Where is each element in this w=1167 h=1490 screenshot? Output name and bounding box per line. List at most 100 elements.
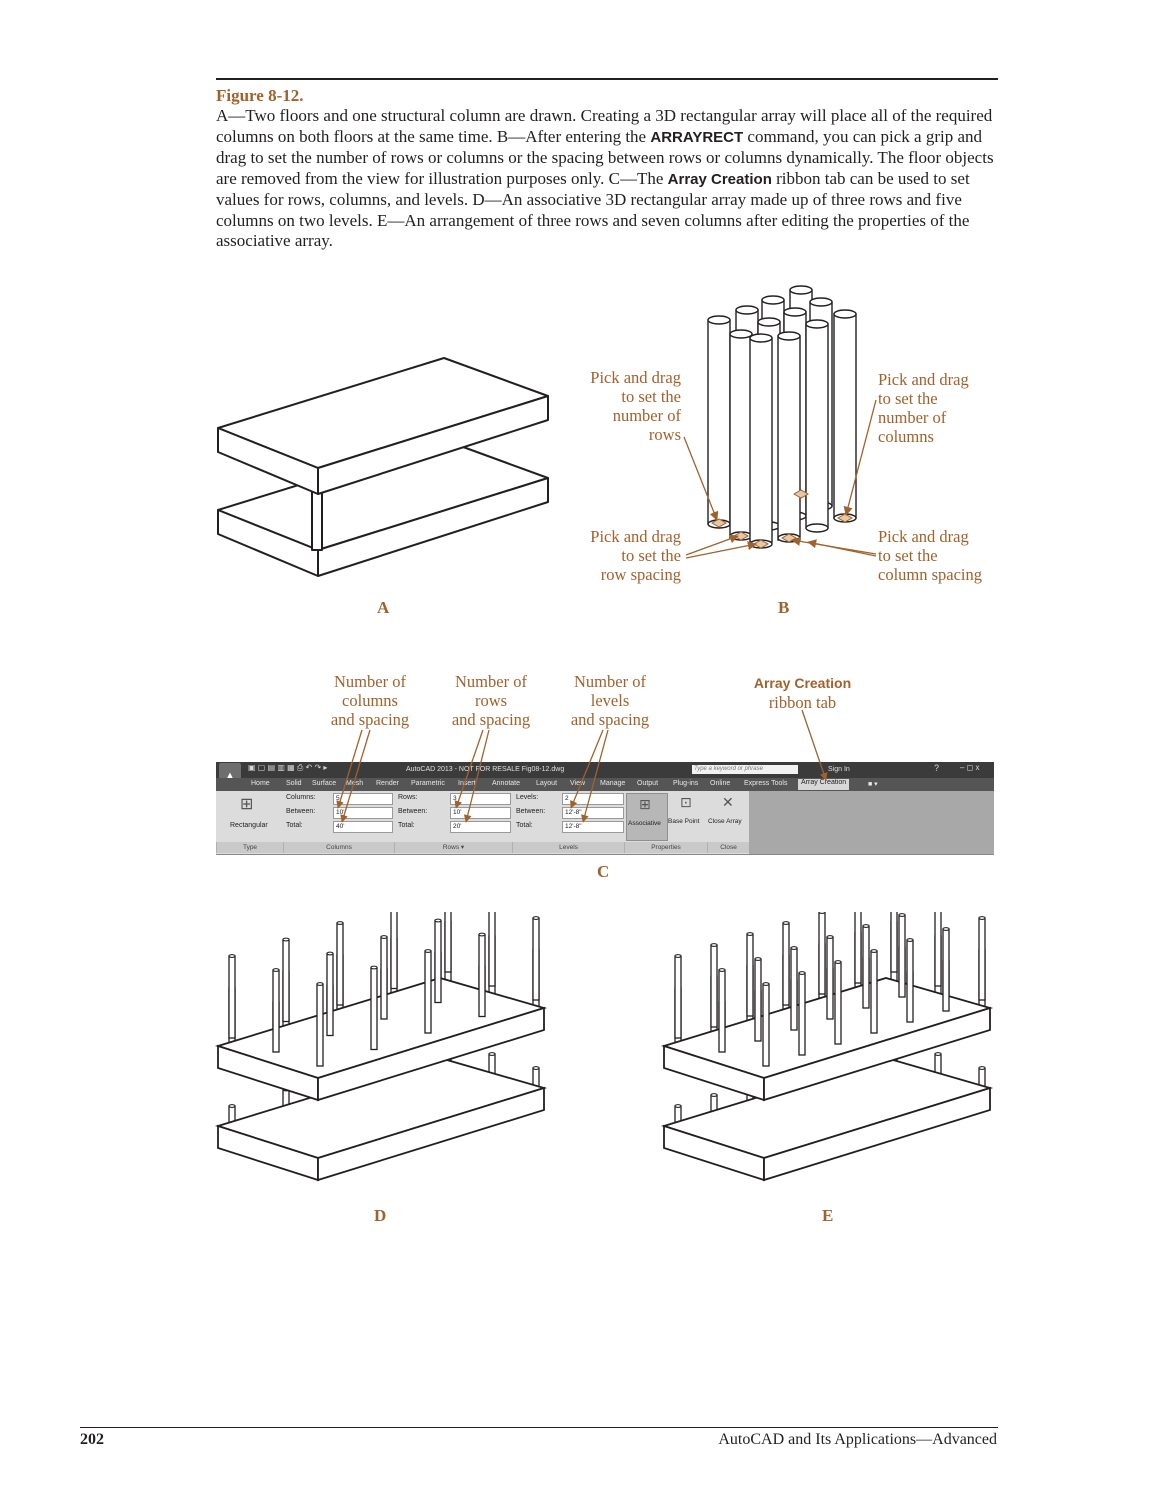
- panel-d-drawing: [214, 912, 548, 1182]
- tab-surface[interactable]: Surface: [312, 780, 337, 787]
- column-top: [834, 960, 842, 964]
- array-column: [790, 947, 798, 1031]
- levels-total-label: Total:: [516, 822, 533, 829]
- caption-tab-name: Array Creation: [667, 170, 772, 188]
- column-top: [906, 938, 914, 942]
- column-top: [862, 924, 870, 928]
- column-top: [710, 943, 718, 947]
- panel-label-b: B: [778, 598, 790, 617]
- associative-button[interactable]: ⊞ Associative: [626, 793, 668, 841]
- base-point-button[interactable]: Base Point: [668, 818, 700, 825]
- array-column: [478, 933, 486, 1018]
- levels-between-input[interactable]: 12'-8": [562, 807, 624, 819]
- column-top: [674, 1104, 682, 1108]
- associative-icon: ⊞: [639, 796, 651, 812]
- help-icon[interactable]: ?: [934, 763, 940, 773]
- tab-view[interactable]: View: [570, 780, 586, 787]
- tab-online[interactable]: Online: [710, 780, 731, 787]
- sign-in-link[interactable]: Sign In: [828, 766, 850, 773]
- search-field[interactable]: Type a keyword or phrase: [692, 765, 798, 774]
- tab-plug-ins[interactable]: Plug-ins: [673, 780, 699, 787]
- column-top: [762, 982, 770, 986]
- top-rule: [216, 78, 998, 80]
- tab-home[interactable]: Home: [251, 780, 270, 787]
- running-footer-title: AutoCAD and Its Applications—Advanced: [718, 1431, 997, 1448]
- rows-count-label: Rows:: [398, 794, 418, 801]
- levels-count-label: Levels:: [516, 794, 539, 801]
- columns-between-label: Between:: [286, 808, 316, 815]
- column-top: [370, 965, 378, 970]
- ribbon-options-icon[interactable]: ■ ▾: [868, 781, 878, 788]
- column-top: [754, 957, 762, 961]
- columns-total-label: Total:: [286, 822, 303, 829]
- window-controls-icon[interactable]: – ◻ x: [960, 763, 980, 772]
- panel-e-drawing: [660, 912, 994, 1182]
- array-column: [228, 955, 236, 1039]
- floor-slab-edge: [763, 1086, 991, 1182]
- panel-name-rows[interactable]: Rows ▾: [394, 842, 512, 853]
- panel-name-properties: Properties: [624, 842, 707, 853]
- columns-total-input[interactable]: 40': [333, 821, 393, 833]
- column-top: [934, 1052, 942, 1056]
- rectangular-array-icon[interactable]: ⊞: [240, 796, 254, 813]
- columns-count-label: Columns:: [286, 794, 316, 801]
- panel-a-drawing: [217, 357, 549, 577]
- levels-count-input[interactable]: 2: [562, 793, 624, 805]
- array-column: [316, 983, 324, 1067]
- tab-layout[interactable]: Layout: [536, 780, 558, 787]
- column-top: [978, 916, 986, 920]
- array-column: [754, 958, 762, 1042]
- column-top: [532, 916, 540, 920]
- quick-access-toolbar[interactable]: ▣ ▢ ▤ ▥ ▦ ⎙ ↶ ↷ ▸: [248, 763, 328, 772]
- column-top: [898, 913, 906, 917]
- columns-between-input[interactable]: 10': [333, 807, 393, 819]
- tab-solid[interactable]: Solid: [286, 780, 302, 787]
- tab-array-creation[interactable]: Array Creation: [798, 779, 850, 790]
- ribbon-body: ⊞ Rectangular Columns: 5 Between: 10' To…: [216, 791, 994, 855]
- tab-annotate[interactable]: Annotate: [492, 780, 521, 787]
- rows-total-input[interactable]: 20': [450, 821, 511, 833]
- tab-insert[interactable]: Insert: [458, 780, 476, 787]
- tab-parametric[interactable]: Parametric: [411, 780, 445, 787]
- array-column: [862, 925, 870, 1009]
- tab-mesh[interactable]: Mesh: [346, 780, 364, 787]
- array-column: [906, 939, 914, 1023]
- panel-label-a: A: [377, 598, 390, 617]
- column-top: [782, 921, 790, 925]
- array-column: [942, 928, 950, 1012]
- levels-total-input[interactable]: 12'-8": [562, 821, 624, 833]
- base-point-icon: ⊡: [680, 794, 692, 810]
- tab-output[interactable]: Output: [637, 780, 659, 787]
- array-column: [380, 936, 388, 1020]
- rows-count-input[interactable]: 3: [450, 793, 511, 805]
- tab-manage[interactable]: Manage: [600, 780, 626, 787]
- array-column: [272, 969, 280, 1053]
- array-column: [834, 961, 842, 1045]
- array-column: [782, 922, 790, 1006]
- array-column: [762, 983, 770, 1067]
- panel-name-close: Close: [707, 842, 749, 853]
- array-column: [978, 917, 986, 1001]
- rectangular-button[interactable]: Rectangular: [230, 822, 268, 829]
- array-column: [854, 912, 862, 984]
- column-top: [326, 951, 334, 956]
- array-column: [390, 912, 398, 990]
- tab-express-tools[interactable]: Express Tools: [744, 780, 788, 787]
- array-column: [488, 912, 496, 987]
- array-column: [934, 912, 942, 987]
- column-array: [214, 912, 548, 1182]
- column-top: [380, 935, 388, 939]
- figure-title: Figure 8-12.: [216, 86, 304, 105]
- panel-label-e: E: [822, 1206, 834, 1225]
- array-column: [336, 922, 344, 1006]
- tab-render[interactable]: Render: [376, 780, 399, 787]
- close-array-button[interactable]: Close Array: [708, 818, 742, 825]
- column-cylinder: [805, 319, 829, 533]
- column-top: [746, 932, 754, 936]
